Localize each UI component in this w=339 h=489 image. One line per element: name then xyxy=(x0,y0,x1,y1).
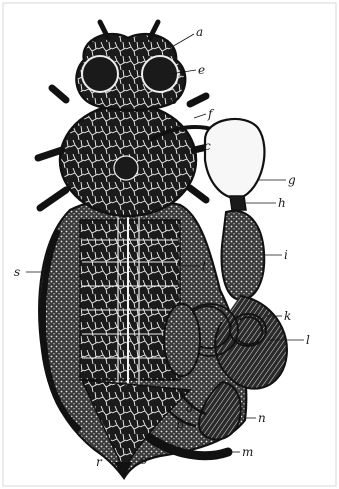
eye-left xyxy=(82,56,118,92)
label-m: m xyxy=(242,445,253,459)
label-b: b xyxy=(170,93,178,107)
rectum-l xyxy=(164,304,200,376)
label-f: f xyxy=(207,107,215,121)
midgut-i xyxy=(222,211,265,300)
label-r: r xyxy=(96,455,103,469)
label-l-upper: l xyxy=(202,259,206,273)
label-k: k xyxy=(284,309,291,323)
thoracic-ganglion xyxy=(114,156,138,180)
crop-g xyxy=(205,119,264,198)
label-h: h xyxy=(278,196,286,210)
label-a: a xyxy=(196,25,203,39)
label-c: c xyxy=(204,139,211,153)
label-s: s xyxy=(14,265,20,279)
antennae xyxy=(100,22,158,38)
label-p: p xyxy=(176,417,184,431)
label-o: o xyxy=(140,453,147,467)
label-n: n xyxy=(258,411,266,425)
label-i: i xyxy=(284,248,288,262)
label-g: g xyxy=(288,173,296,187)
label-e: e xyxy=(198,63,205,77)
label-l-lower: l xyxy=(306,333,310,347)
label-d: d xyxy=(186,401,194,415)
proventriculus-h xyxy=(230,196,246,210)
